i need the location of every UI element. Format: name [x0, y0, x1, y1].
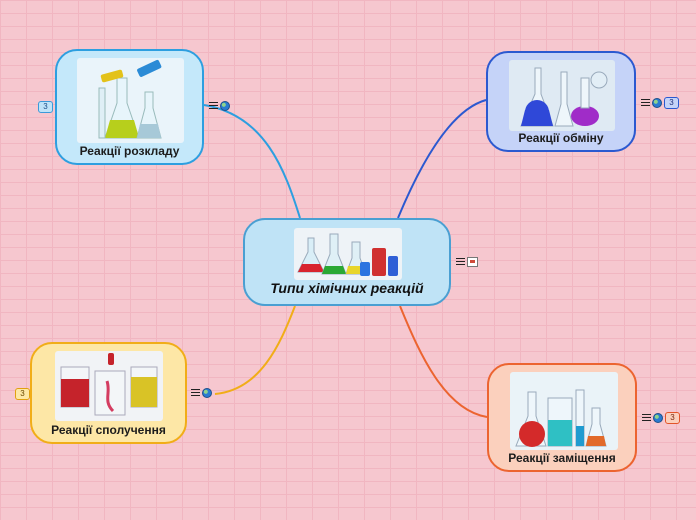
topic-decomposition-count: 3 [38, 101, 53, 113]
topic-substitution-markers: 3 [642, 412, 680, 424]
topic-substitution-reactions[interactable]: Реакції заміщення [487, 363, 637, 472]
topic-substitution-label: Реакції заміщення [508, 451, 616, 465]
collapsed-count-badge[interactable]: 3 [664, 97, 679, 109]
topic-combination-markers [191, 388, 212, 398]
topic-decomposition-label: Реакції розкладу [79, 144, 180, 158]
notes-icon[interactable] [191, 389, 200, 397]
flasks-yellow-blue-image [77, 58, 184, 143]
slide-icon[interactable] [467, 257, 478, 267]
topic-decomposition-reactions[interactable]: Реакції розкладу [55, 49, 204, 165]
connector-tl [203, 104, 301, 219]
topic-exchange-markers: 3 [641, 97, 679, 109]
globe-icon[interactable] [652, 98, 662, 108]
connector-br [399, 305, 488, 418]
topic-decomposition-markers [209, 101, 230, 111]
globe-icon[interactable] [220, 101, 230, 111]
topic-combination-reactions[interactable]: Реакції сполучення [30, 342, 187, 444]
central-topic-markers [456, 257, 478, 267]
notes-icon[interactable] [641, 99, 650, 107]
notes-icon[interactable] [642, 414, 651, 422]
topic-exchange-reactions[interactable]: Реакції обміну [486, 51, 636, 152]
central-topic[interactable]: Типи хімічних реакцій [243, 218, 451, 306]
connector-bl [214, 305, 296, 395]
collapsed-count-badge[interactable]: 3 [15, 388, 30, 400]
collapsed-count-badge[interactable]: 3 [38, 101, 53, 113]
notes-icon[interactable] [209, 102, 218, 110]
topic-combination-label: Реакції сполучення [51, 423, 166, 437]
flasks-red-cyan-image [510, 372, 618, 450]
central-topic-label: Типи хімічних реакцій [270, 280, 424, 296]
colored-flasks-image [294, 228, 402, 280]
globe-icon[interactable] [202, 388, 212, 398]
globe-icon[interactable] [653, 413, 663, 423]
notes-icon[interactable] [456, 258, 465, 266]
connector-tr [397, 99, 487, 219]
flasks-purple-blue-image [509, 60, 615, 131]
glasses-red-yellow-image [55, 351, 163, 421]
topic-exchange-label: Реакції обміну [518, 131, 604, 145]
collapsed-count-badge[interactable]: 3 [665, 412, 680, 424]
topic-combination-count: 3 [15, 388, 30, 400]
